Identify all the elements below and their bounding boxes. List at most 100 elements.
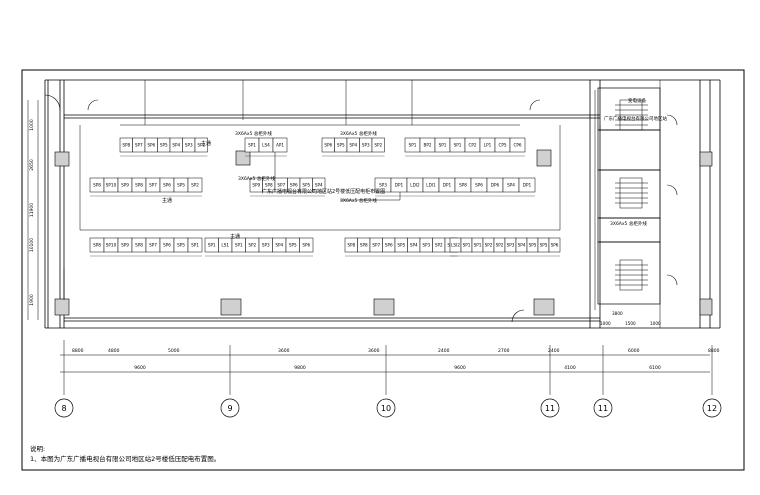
panel-label: SP8 <box>135 243 143 248</box>
panel-label: SP1 <box>439 143 447 148</box>
dim-label-left: 1900 <box>29 294 35 306</box>
panel-label: SP6 <box>290 183 298 188</box>
columns <box>54 149 713 316</box>
panel-label: SP1 <box>235 243 243 248</box>
panel-label: CP2 <box>468 143 476 148</box>
transformers <box>615 99 648 291</box>
dim-label-left: 1000 <box>29 119 35 131</box>
notes-title: 说明: <box>30 445 46 453</box>
panel-label: SP1 <box>474 243 482 248</box>
panel-label: BP2 <box>423 143 431 148</box>
panel-cabinet <box>187 237 203 253</box>
panel-label: SP6 <box>147 143 155 148</box>
panel-label: SP6 <box>302 243 310 248</box>
transformer-label-2: 变电设备 <box>628 97 646 104</box>
dim-label-top: 8800 <box>708 348 720 354</box>
axis-bubbles <box>54 398 722 418</box>
panel-label: LS4 <box>262 143 270 148</box>
transformer-label: 广东广播电视台有限公司地区站 <box>604 115 667 122</box>
panel-label: SP2 <box>485 243 493 248</box>
panel-label: SP4 <box>315 183 323 188</box>
panel-label: SP7 <box>149 183 157 188</box>
panel-label: SP9 <box>121 183 129 188</box>
dim-label-left: 11900 <box>29 203 35 217</box>
panel-label: SP8 <box>122 143 130 148</box>
panel-cabinet <box>187 177 203 193</box>
panel-label: SP1 <box>463 243 471 248</box>
dim-label-top: 3600 <box>368 348 380 354</box>
axis-label: 9 <box>227 404 232 413</box>
dim-label-left: 2650 <box>29 159 35 171</box>
dim-label-top: 4800 <box>108 348 120 354</box>
dim-label-top: 6000 <box>628 348 640 354</box>
panel-label: SP3 <box>262 243 270 248</box>
panel-label: SP7 <box>277 183 285 188</box>
panel-label: SP5 <box>289 243 297 248</box>
panel-label: SP5 <box>529 243 537 248</box>
cable-label-4: 3X6Ax5 总柜外线 <box>340 197 377 204</box>
panel-label: LSI2 <box>451 243 460 248</box>
panel-label: DP1 <box>443 183 452 188</box>
panel-label: SP5 <box>302 183 310 188</box>
panel-label: SP8 <box>93 183 101 188</box>
axis-label: 10 <box>381 404 391 413</box>
panel-label: SP5 <box>540 243 548 248</box>
dimension-lines <box>27 100 713 395</box>
panel-label: SP5 <box>177 183 185 188</box>
dim-label-top: 5000 <box>168 348 180 354</box>
panel-label: SP4 <box>507 183 515 188</box>
panel-label: SP1 <box>454 143 462 148</box>
panel-label: SP9 <box>252 183 260 188</box>
axis-label: 11 <box>598 404 608 413</box>
panel-label: CP6 <box>513 143 521 148</box>
panel-label: SP5 <box>177 243 185 248</box>
dim-label-bottom: 9800 <box>294 365 306 371</box>
cable-label-5: 3X6Ax5 总柜外线 <box>610 220 647 227</box>
room-label-2: 主通 <box>162 197 172 204</box>
axis-label: 12 <box>707 404 717 413</box>
notes-block: 说明: 1、本图为广东广播电视台有限公司地区站2号楼低压配电布置图。 <box>30 444 220 464</box>
dim-label-bottom: 9600 <box>134 365 146 371</box>
panel-label: SP6 <box>163 243 171 248</box>
panel-label: SP4 <box>518 243 526 248</box>
dim-label-left: 10100 <box>29 238 35 252</box>
room-label-3: 主通 <box>230 233 240 240</box>
axis-label: 8 <box>61 404 66 413</box>
panel-label: SP5 <box>397 243 405 248</box>
dim-label-top: 2700 <box>498 348 510 354</box>
panel-label: SP6 <box>385 243 393 248</box>
panel-label: LS1 <box>221 243 229 248</box>
panel-label: SP3 <box>379 183 387 188</box>
panel-label: SP6 <box>475 183 483 188</box>
panel-cabinet <box>518 177 536 193</box>
panel-label: SP5 <box>160 143 168 148</box>
dim-label-bottom: 9600 <box>454 365 466 371</box>
panel-label: SP8 <box>135 183 143 188</box>
panel-label: LP1 <box>484 143 492 148</box>
panel-label: DP1 <box>395 183 404 188</box>
panel-label: LDI1 <box>426 183 436 188</box>
panel-label: SP2 <box>191 183 199 188</box>
dim-label-right: 3800 <box>612 311 623 316</box>
panel-label: SP5 <box>337 143 345 148</box>
room-label-1: 主通 <box>201 140 211 147</box>
panel-label: SP3 <box>422 243 430 248</box>
panel-cabinet <box>509 137 526 153</box>
dim-label-bottom: 6100 <box>649 365 661 371</box>
panel-label: SP4 <box>349 143 357 148</box>
cable-label-3: 3X6Ax5 总柜外线 <box>238 175 275 182</box>
panel-label: LDI2 <box>410 183 420 188</box>
panel-label: SP1 <box>191 243 199 248</box>
doors <box>44 94 678 323</box>
panel-label: SP7 <box>372 243 380 248</box>
drawing-frame <box>21 69 745 471</box>
panel-label: SP3 <box>362 143 370 148</box>
panel-label: SP8 <box>93 243 101 248</box>
panel-label: SP2 <box>197 143 205 148</box>
center-label: 广东广播电视台有限公司地区站2号楼低压配电柜布置图 <box>262 188 385 195</box>
panel-label: SP6 <box>324 143 332 148</box>
panel-label: SP4 <box>410 243 418 248</box>
dim-label-right: 1000 <box>650 321 661 326</box>
axis-label: 11 <box>545 404 555 413</box>
